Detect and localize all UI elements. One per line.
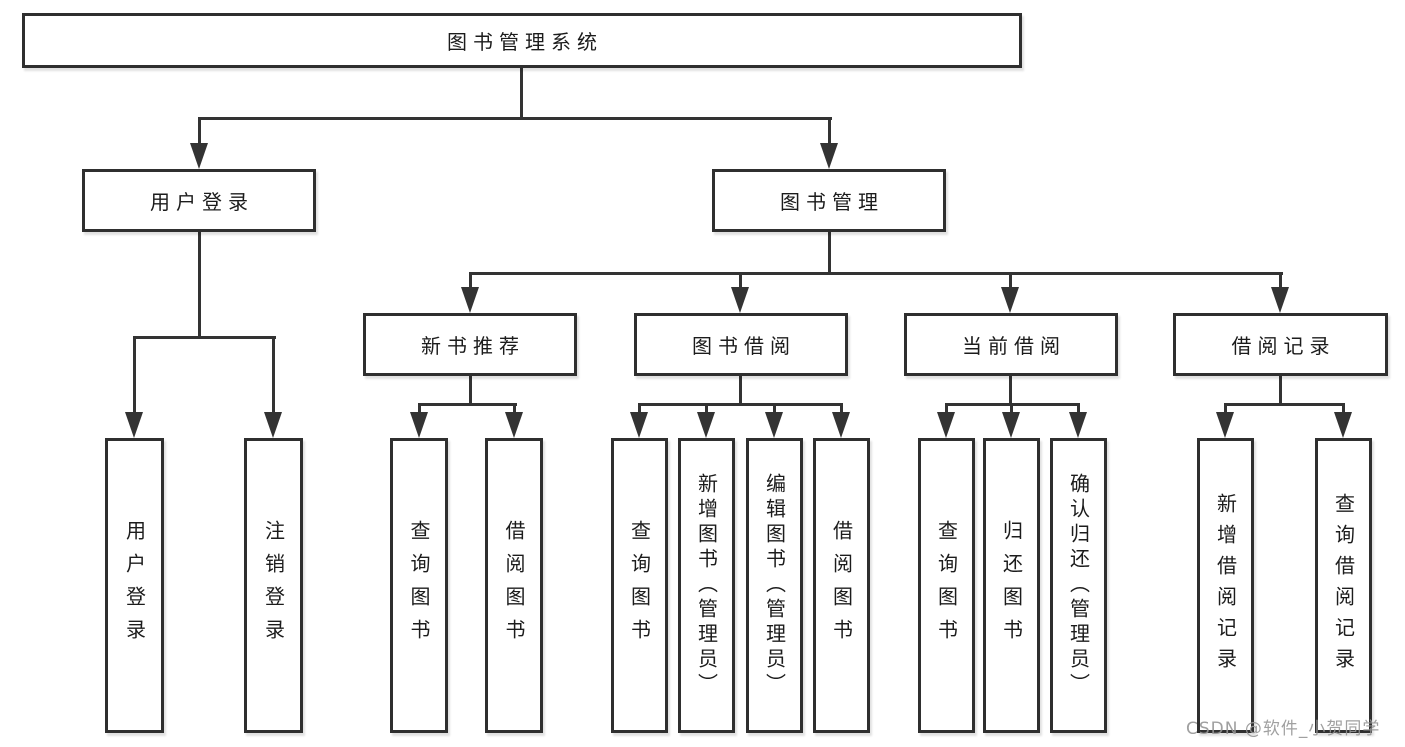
connector-line: [133, 336, 136, 414]
connector-line: [773, 403, 776, 415]
connector-line: [1010, 403, 1013, 415]
connector-line: [1279, 376, 1282, 406]
connector-line: [1224, 403, 1227, 415]
leaf-add-borrow-record: 新增借阅记录: [1197, 438, 1254, 733]
connector-line: [198, 117, 832, 120]
node-borrow-record: 借阅记录: [1173, 313, 1388, 376]
arrowhead-icon: [1001, 287, 1019, 313]
connector-line: [828, 117, 831, 145]
connector-line: [840, 403, 843, 415]
connector-line: [418, 403, 517, 406]
node-new-book-recommend: 新书推荐: [363, 313, 577, 376]
connector-line: [1009, 376, 1012, 406]
arrowhead-icon: [937, 412, 955, 438]
leaf-edit-books-admin: 编辑图书（管理员）: [746, 438, 803, 733]
connector-line: [828, 232, 831, 275]
connector-line: [945, 403, 948, 415]
arrowhead-icon: [765, 412, 783, 438]
connector-line: [272, 336, 275, 414]
arrowhead-icon: [832, 412, 850, 438]
arrowhead-icon: [1216, 412, 1234, 438]
connector-line: [198, 232, 201, 339]
leaf-borrow-books: 借阅图书: [485, 438, 543, 733]
leaf-query-books: 查询图书: [390, 438, 448, 733]
connector-line: [1342, 403, 1345, 415]
arrowhead-icon: [410, 412, 428, 438]
connector-line: [418, 403, 421, 415]
leaf-user-login: 用户登录: [105, 438, 164, 733]
connector-line: [1009, 272, 1012, 290]
leaf-confirm-return-admin: 确认归还（管理员）: [1050, 438, 1107, 733]
leaf-query-books: 查询图书: [611, 438, 668, 733]
connector-line: [638, 403, 641, 415]
node-book-management: 图书管理: [712, 169, 946, 232]
connector-line: [1077, 403, 1080, 415]
connector-line: [513, 403, 516, 415]
arrowhead-icon: [731, 287, 749, 313]
arrowhead-icon: [461, 287, 479, 313]
node-user-login: 用户登录: [82, 169, 316, 232]
connector-line: [469, 272, 1283, 275]
node-root: 图书管理系统: [22, 13, 1022, 68]
arrowhead-icon: [125, 412, 143, 438]
connector-line: [520, 68, 523, 119]
connector-line: [739, 376, 742, 406]
connector-line: [469, 272, 472, 290]
arrowhead-icon: [1334, 412, 1352, 438]
connector-line: [1279, 272, 1282, 290]
leaf-add-books-admin: 新增图书（管理员）: [678, 438, 735, 733]
connector-line: [638, 403, 843, 406]
node-book-borrow: 图书借阅: [634, 313, 848, 376]
connector-line: [705, 403, 708, 415]
leaf-borrow-books: 借阅图书: [813, 438, 870, 733]
arrowhead-icon: [697, 412, 715, 438]
arrowhead-icon: [190, 143, 208, 169]
arrowhead-icon: [1271, 287, 1289, 313]
connector-line: [198, 117, 201, 145]
leaf-query-books: 查询图书: [918, 438, 975, 733]
leaf-logout: 注销登录: [244, 438, 303, 733]
leaf-query-borrow-record: 查询借阅记录: [1315, 438, 1372, 733]
arrowhead-icon: [264, 412, 282, 438]
node-current-borrow: 当前借阅: [904, 313, 1118, 376]
arrowhead-icon: [505, 412, 523, 438]
connector-line: [133, 336, 276, 339]
connector-line: [469, 376, 472, 406]
csdn-watermark: CSDN @软件_小贺同学: [1186, 719, 1381, 739]
arrowhead-icon: [1069, 412, 1087, 438]
arrowhead-icon: [1002, 412, 1020, 438]
leaf-return-books: 归还图书: [983, 438, 1040, 733]
connector-line: [1224, 403, 1345, 406]
arrowhead-icon: [820, 143, 838, 169]
arrowhead-icon: [630, 412, 648, 438]
connector-line: [739, 272, 742, 290]
